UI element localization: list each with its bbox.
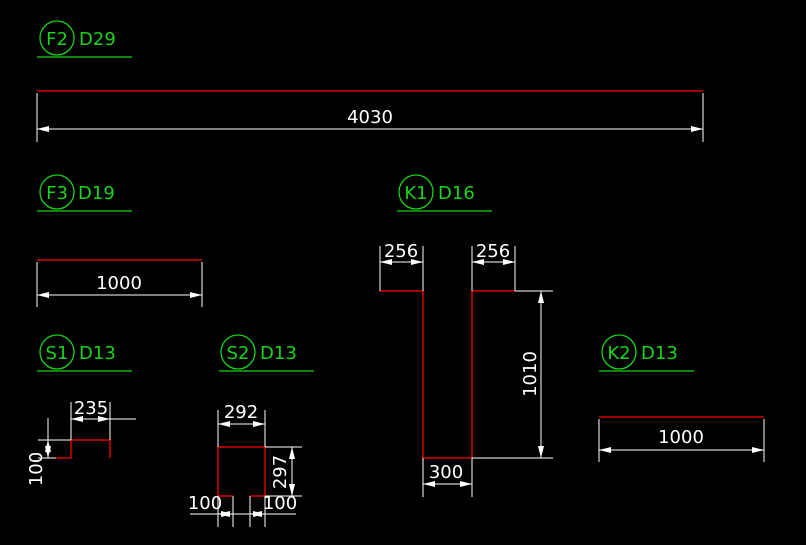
diameter-label-s2: D13: [260, 343, 297, 364]
dimension-text-k2-length: 1000: [658, 427, 704, 448]
diameter-label-k2: D13: [641, 343, 678, 364]
bar-shape-s1: [56, 439, 111, 459]
dimension-text-f2-length: 4030: [347, 107, 393, 128]
dimension-text-k1-top-right: 256: [476, 241, 510, 262]
tag-circle-f2: [39, 20, 75, 56]
tag-label-f3: F3: [46, 183, 68, 204]
tag-label-f2: F2: [46, 29, 68, 50]
bar-f3-group: F3 D19 1000: [36, 174, 203, 307]
tag-label-s1: S1: [46, 343, 69, 364]
tag-circle-f3: [39, 174, 75, 210]
bar-s1-group: S1 D13 235 100: [26, 334, 136, 486]
dimension-text-k1-bottom: 300: [429, 462, 463, 483]
diameter-label-s1: D13: [79, 343, 116, 364]
tag-circle-s2: [220, 334, 256, 370]
diameter-label-k1: D16: [438, 183, 475, 204]
bar-shape-s2: [217, 446, 266, 497]
tag-circle-k1: [398, 174, 434, 210]
bar-k1-group: K1 D16 256 256 1010 300: [379, 174, 553, 497]
dimension-text-k1-top-left: 256: [384, 241, 418, 262]
diameter-label-f2: D29: [79, 29, 116, 50]
dimension-text-k1-height: 1010: [520, 351, 541, 397]
bar-f2-group: F2 D29 4030: [36, 20, 704, 142]
bar-shape-k1: [380, 290, 515, 459]
bar-k2-group: K2 D13 1000: [598, 334, 765, 462]
dimension-text-s2-width: 292: [224, 402, 258, 423]
dimension-text-s1-height: 100: [26, 452, 47, 486]
dimension-text-s2-bottom-left: 100: [188, 493, 222, 514]
tag-circle-s1: [39, 334, 75, 370]
tag-label-s2: S2: [227, 343, 250, 364]
dimension-text-s2-height: 297: [270, 455, 291, 489]
tag-label-k2: K2: [607, 343, 630, 364]
diameter-label-f3: D19: [78, 183, 115, 204]
tag-label-k1: K1: [404, 183, 427, 204]
dimension-text-s2-bottom-right: 100: [263, 493, 297, 514]
bar-s2-group: S2 D13 292 297 100 100: [188, 334, 314, 527]
tag-circle-k2: [601, 334, 637, 370]
dimension-text-s1-width: 235: [74, 398, 108, 419]
dimension-text-f3-length: 1000: [96, 273, 142, 294]
